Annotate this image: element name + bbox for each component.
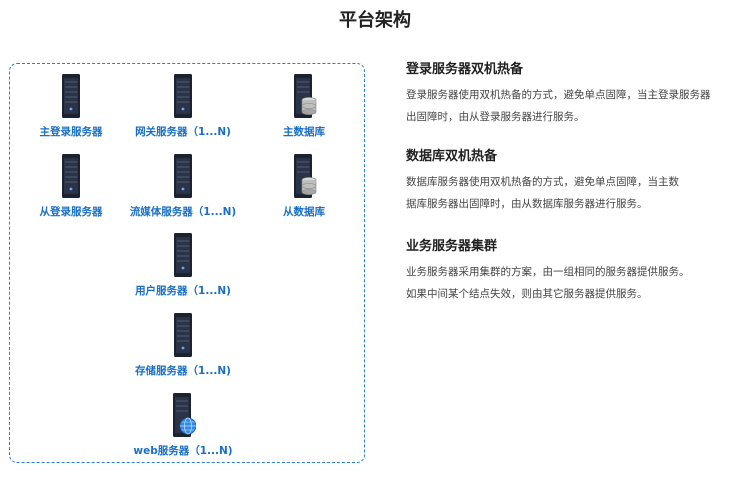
node-label: 主数据库 <box>283 126 325 138</box>
database-server-icon <box>294 154 317 198</box>
node-label: 从数据库 <box>283 206 325 218</box>
section-title: 数据库双机热备 <box>406 149 498 164</box>
section-line: 登录服务器使用双机热备的方式，避免单点固障，当主登录服务器 <box>406 89 711 101</box>
node-label: 流媒体服务器（1...N) <box>129 206 237 218</box>
section-body: 数据库服务器使用双机热备的方式，避免单点固障，当主数 据库服务器出固障时，由从数… <box>406 171 736 215</box>
node-storage-server: 存储服务器（1...N) <box>118 312 248 378</box>
web-server-globe-icon <box>173 393 196 437</box>
database-server-icon <box>294 74 317 118</box>
section-database-ha: 数据库双机热备 数据库服务器使用双机热备的方式，避免单点固障，当主数 据库服务器… <box>406 148 736 215</box>
section-body: 登录服务器使用双机热备的方式，避免单点固障，当主登录服务器 出固障时，由从登录服… <box>406 84 736 128</box>
section-title: 业务服务器集群 <box>406 239 498 254</box>
server-tower-icon <box>174 233 192 277</box>
section-line: 出固障时，由从登录服务器进行服务。 <box>406 111 585 123</box>
section-title: 登录服务器双机热备 <box>406 62 524 77</box>
node-label: 用户服务器（1...N) <box>135 285 231 297</box>
node-main-login-server: 主登录服务器 <box>6 73 136 139</box>
section-line: 据库服务器出固障时，由从数据库服务器进行服务。 <box>406 198 648 210</box>
node-user-server: 用户服务器（1...N) <box>118 232 248 298</box>
server-tower-icon <box>62 74 80 118</box>
node-label: 存储服务器（1...N) <box>135 365 231 377</box>
section-line: 如果中间某个结点失效，则由其它服务器提供服务。 <box>406 288 648 300</box>
node-label: 从登录服务器 <box>39 206 103 218</box>
section-line: 业务服务器采用集群的方案，由一组相同的服务器提供服务。 <box>406 266 690 278</box>
server-tower-icon <box>174 74 192 118</box>
architecture-diagram <box>9 63 365 463</box>
node-slave-database: 从数据库 <box>239 153 369 219</box>
node-streaming-server: 流媒体服务器（1...N) <box>118 153 248 219</box>
server-tower-icon <box>174 154 192 198</box>
node-slave-login-server: 从登录服务器 <box>6 153 136 219</box>
section-body: 业务服务器采用集群的方案，由一组相同的服务器提供服务。 如果中间某个结点失效，则… <box>406 261 736 305</box>
server-tower-icon <box>62 154 80 198</box>
node-web-server: web服务器（1...N) <box>118 392 248 458</box>
server-tower-icon <box>174 313 192 357</box>
section-business-cluster: 业务服务器集群 业务服务器采用集群的方案，由一组相同的服务器提供服务。 如果中间… <box>406 238 736 305</box>
node-gateway-server: 网关服务器（1...N) <box>118 73 248 139</box>
node-label: 主登录服务器 <box>39 126 103 138</box>
page-title: 平台架构 <box>339 10 411 31</box>
node-label: 网关服务器（1...N) <box>135 126 231 138</box>
node-label: web服务器（1...N) <box>133 445 233 457</box>
section-line: 数据库服务器使用双机热备的方式，避免单点固障，当主数 <box>406 176 679 188</box>
section-login-ha: 登录服务器双机热备 登录服务器使用双机热备的方式，避免单点固障，当主登录服务器 … <box>406 61 736 128</box>
node-main-database: 主数据库 <box>239 73 369 139</box>
